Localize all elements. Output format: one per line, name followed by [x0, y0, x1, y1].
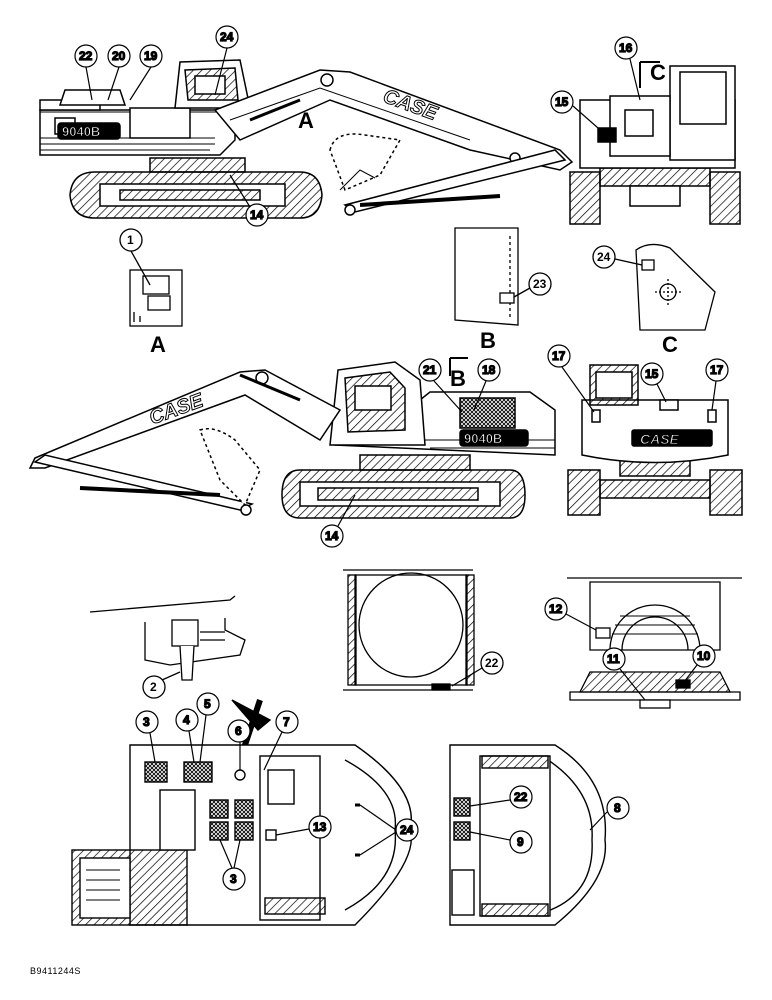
- detail-view-b: [454, 227, 552, 326]
- excavator-rear-view: [567, 364, 743, 516]
- model-label-middle: 9040B: [464, 431, 502, 446]
- callouts-rear-view: 17 15 17: [547, 344, 729, 413]
- detail-view-a: [119, 228, 183, 327]
- callout-22-radiator: 22: [485, 656, 499, 670]
- upper-structure: 9040B: [39, 89, 236, 156]
- brand-label-rear: CASE: [640, 431, 680, 447]
- callout-7: 7: [283, 715, 290, 729]
- callouts-top-view: 22 20 19 24 14: [74, 25, 269, 227]
- callout-1: 1: [127, 233, 134, 247]
- view-letter-a-arrow: A: [298, 108, 314, 133]
- callout-13: 13: [313, 820, 327, 834]
- callout-15-front: 15: [555, 95, 569, 109]
- figure-id-label: B9411244S: [30, 966, 81, 976]
- callout-15-rear: 15: [645, 367, 659, 381]
- callout-8: 8: [614, 801, 621, 815]
- excavator-front-view: [569, 61, 741, 225]
- callout-20: 20: [112, 49, 126, 63]
- callout-17-left: 17: [552, 349, 566, 363]
- detail-view-c: [592, 243, 716, 331]
- callout-5: 5: [204, 697, 211, 711]
- callout-17-right: 17: [710, 363, 724, 377]
- callouts-left-view: 21 18 14: [320, 358, 501, 548]
- callout-21: 21: [423, 363, 437, 377]
- callout-18: 18: [482, 363, 496, 377]
- callout-19: 19: [144, 49, 158, 63]
- callouts-front-view: 15 16: [550, 36, 641, 129]
- callout-24-top: 24: [220, 30, 234, 44]
- callout-9: 9: [517, 835, 524, 849]
- view-letter-c-detail: C: [662, 332, 678, 357]
- callouts-right-top-view: 22 9 8: [469, 785, 630, 854]
- callout-24-detail-c: 24: [597, 250, 611, 264]
- callout-14-middle: 14: [325, 529, 339, 543]
- stick-and-bucket-top: [329, 133, 567, 216]
- callout-16: 16: [619, 41, 633, 55]
- boom-top: CASE: [213, 69, 574, 171]
- view-letter-b-detail: B: [480, 328, 496, 353]
- callout-3-bottom: 3: [230, 872, 237, 886]
- swing-bearing: [149, 157, 246, 173]
- track-assembly: [69, 171, 323, 219]
- callout-11: 11: [607, 652, 620, 666]
- callout-14-top: 14: [250, 208, 264, 222]
- callouts-upper-top-view: 3 4 5 6 7 13 3 24: [135, 692, 419, 891]
- callout-12: 12: [549, 602, 563, 616]
- fan-detail: [567, 577, 742, 709]
- callout-10: 10: [697, 649, 711, 663]
- callout-6: 6: [235, 724, 242, 738]
- view-letter-c-arrow: C: [650, 60, 666, 85]
- view-letter-a-detail: A: [150, 332, 166, 357]
- callout-22-right-top: 22: [514, 790, 528, 804]
- brand-label-middle: CASE: [146, 389, 206, 429]
- upper-top-view-left: [71, 699, 412, 926]
- excavator-right-view: 9040B CASE: [39, 59, 574, 219]
- callout-23: 23: [533, 277, 547, 291]
- callout-24-bottom: 24: [400, 823, 414, 837]
- model-label-top: 9040B: [62, 124, 100, 139]
- radiator-detail: [343, 569, 504, 691]
- cab-top: [174, 59, 251, 109]
- callout-3-top: 3: [143, 715, 150, 729]
- callout-2: 2: [150, 680, 157, 694]
- callout-4: 4: [183, 713, 190, 727]
- pedestal-detail: [89, 595, 246, 699]
- callouts-fan-detail: 12 11 10: [544, 597, 716, 701]
- view-letter-b-arrow: B: [450, 366, 466, 391]
- callout-22-top: 22: [79, 49, 93, 63]
- upper-top-view-right: [449, 744, 607, 926]
